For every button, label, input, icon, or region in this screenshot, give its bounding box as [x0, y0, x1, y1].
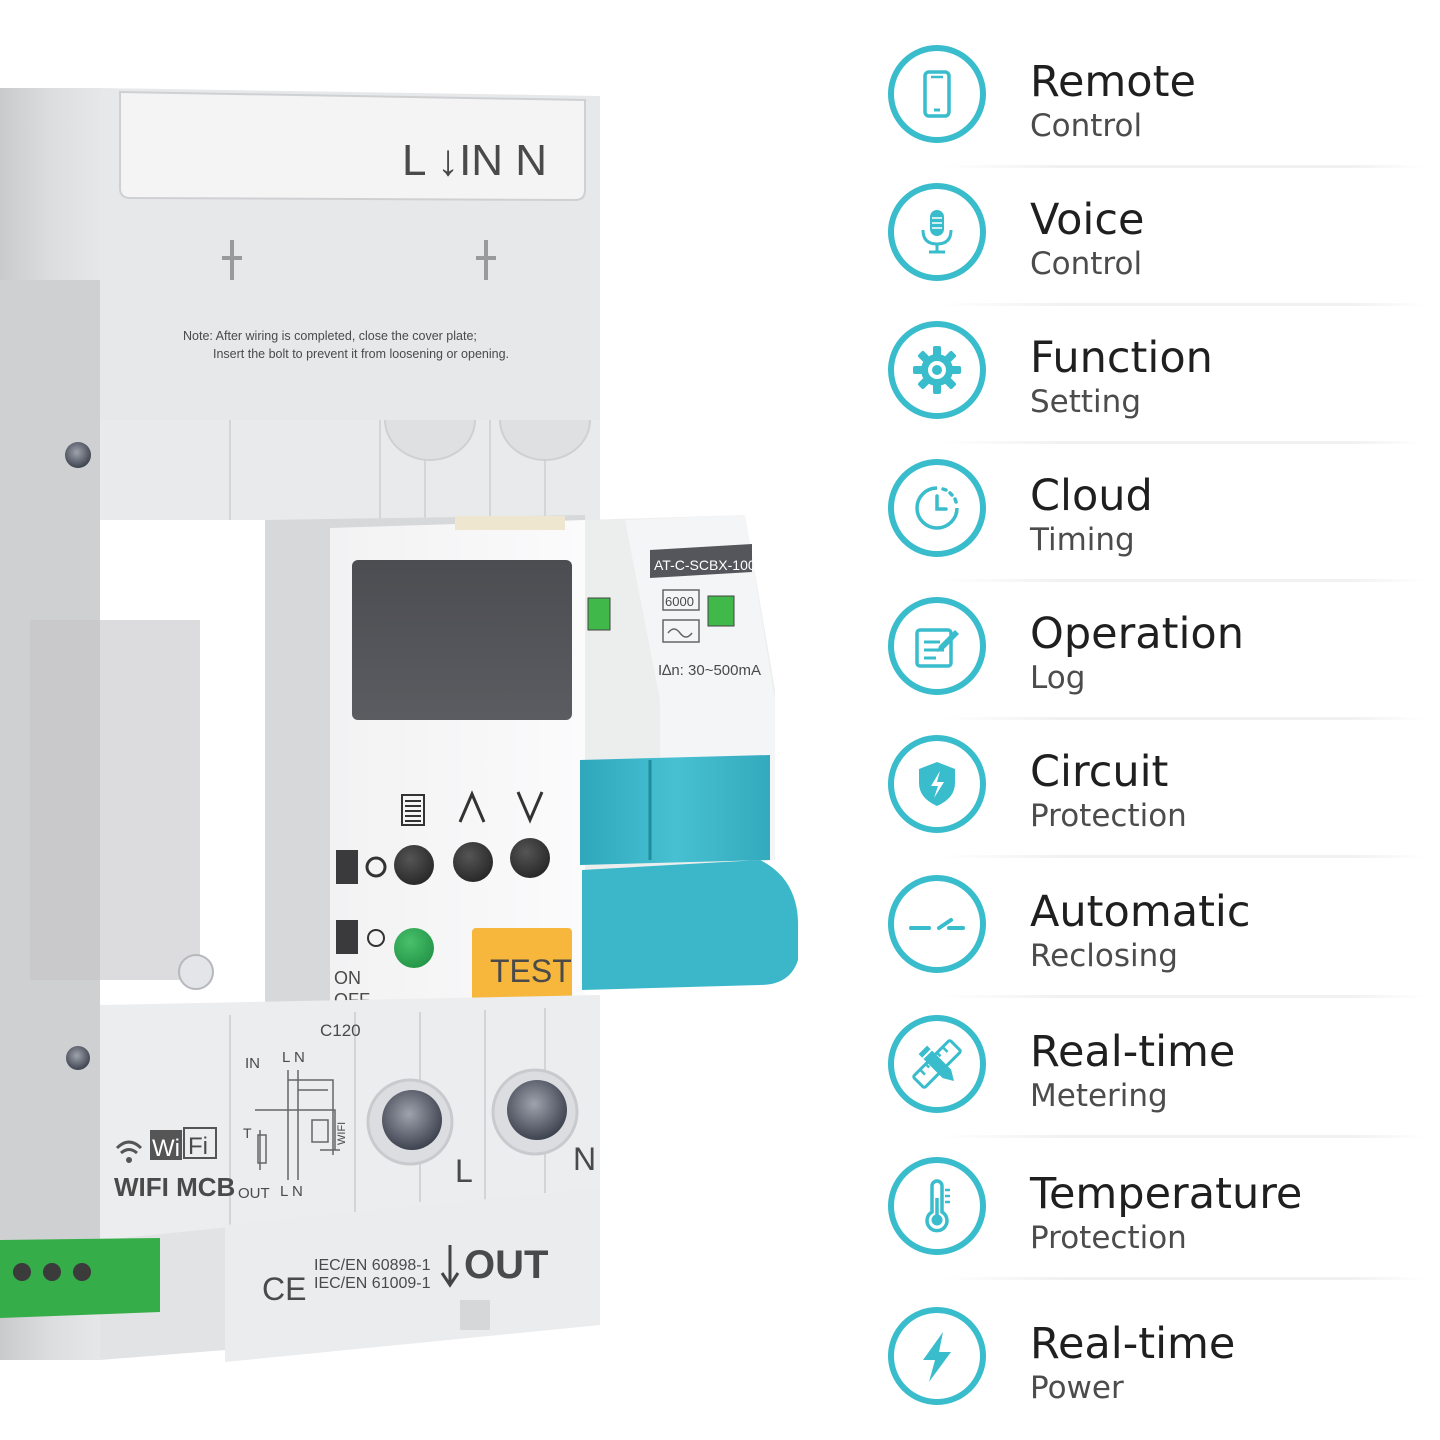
feature-title: Automatic — [1030, 887, 1251, 937]
feature-automatic-reclosing: Automatic Reclosing — [880, 870, 1425, 998]
feature-subtitle: Control — [1030, 108, 1143, 144]
feature-subtitle: Power — [1030, 1370, 1124, 1406]
product-label: WIFI MCB — [114, 1172, 235, 1202]
shield-bolt-icon — [888, 735, 986, 833]
breaker-toggle-handle[interactable] — [580, 755, 770, 865]
svg-text:T: T — [243, 1125, 252, 1141]
breaker-model: AT-C-SCBX-100 — [654, 557, 756, 573]
feature-remote-control: Remote Control — [880, 40, 1425, 168]
down-arrow-out-icon — [440, 1245, 460, 1288]
on-label: ON — [334, 968, 361, 988]
wifi-badge-fi: Fi — [188, 1133, 208, 1160]
switch-reclose-icon — [888, 875, 986, 973]
up-arrow-icon — [458, 790, 486, 823]
smartphone-icon — [888, 45, 986, 143]
menu-button[interactable] — [394, 845, 434, 885]
wifi-badge-wi: Wi — [152, 1135, 180, 1162]
lcd-display — [352, 560, 572, 720]
menu-icon — [401, 794, 425, 826]
thermometer-icon — [888, 1157, 986, 1255]
feature-temperature-protection: Temperature Protection — [880, 1152, 1425, 1280]
edit-log-icon — [888, 597, 986, 695]
lightning-bolt-icon — [888, 1307, 986, 1405]
terminal-screw-n — [507, 1080, 567, 1140]
svg-text:L N: L N — [280, 1183, 303, 1200]
feature-cloud-timing: Cloud Timing — [880, 454, 1425, 582]
svg-text:L N: L N — [282, 1049, 305, 1066]
test-button-label: TEST — [490, 953, 572, 989]
standard-60898: IEC/EN 60898-1 — [314, 1257, 431, 1274]
feature-list: Remote Control Voice Control Function Se… — [880, 40, 1425, 1430]
wifi-mcb-device-illustration: L ↓IN N Note: After wiring is completed,… — [0, 88, 799, 1362]
feature-title: Operation — [1030, 609, 1244, 659]
breaking-capacity: 6000 — [665, 594, 694, 609]
feature-voice-control: Voice Control — [880, 178, 1425, 306]
feature-subtitle: Setting — [1030, 384, 1141, 420]
wiring-schematic: IN L N T WIFI OUT L N — [238, 1049, 348, 1202]
residual-current-rating: I∆n: 30~500mA — [658, 662, 761, 679]
standard-61009: IEC/EN 61009-1 — [314, 1275, 431, 1292]
feature-subtitle: Reclosing — [1030, 938, 1178, 974]
feature-title: Remote — [1030, 57, 1196, 107]
feature-title: Real-time — [1030, 1319, 1236, 1369]
feature-circuit-protection: Circuit Protection — [880, 730, 1425, 858]
cover-note-line2: Insert the bolt to prevent it from loose… — [213, 347, 509, 361]
microphone-icon — [888, 183, 986, 281]
feature-subtitle: Metering — [1030, 1078, 1168, 1114]
settings-gear-icon — [365, 856, 387, 878]
feature-title: Real-time — [1030, 1027, 1236, 1077]
feature-title: Voice — [1030, 195, 1145, 245]
down-button[interactable] — [510, 838, 550, 878]
wifi-logo-icon — [115, 1140, 143, 1163]
feature-function-setting: Function Setting — [880, 316, 1425, 444]
feature-subtitle: Protection — [1030, 1220, 1187, 1256]
feature-subtitle: Log — [1030, 660, 1086, 696]
ce-mark: CE — [262, 1271, 306, 1307]
test-button[interactable] — [472, 928, 572, 1008]
feature-real-time-metering: Real-time Metering — [880, 1010, 1425, 1138]
svg-text:WIFI: WIFI — [336, 1122, 348, 1145]
sun-icon — [367, 929, 385, 947]
terminal-label-n: N — [573, 1141, 596, 1177]
down-arrow-icon — [516, 791, 544, 824]
top-terminal-label: L ↓IN N — [402, 136, 547, 185]
feature-subtitle: Control — [1030, 246, 1143, 282]
curve-rating: C120 — [320, 1021, 361, 1040]
feature-title: Temperature — [1030, 1169, 1303, 1219]
up-button[interactable] — [453, 842, 493, 882]
cover-note-line1: Note: After wiring is completed, close t… — [183, 329, 477, 343]
svg-text:OUT: OUT — [238, 1185, 270, 1202]
feature-subtitle: Timing — [1030, 522, 1135, 558]
svg-text:IN: IN — [245, 1055, 260, 1072]
feature-subtitle: Protection — [1030, 798, 1187, 834]
terminal-label-l: L — [455, 1153, 473, 1189]
feature-title: Cloud — [1030, 471, 1153, 521]
ruler-pencil-icon — [888, 1015, 986, 1113]
feature-title: Function — [1030, 333, 1213, 383]
out-label: OUT — [464, 1243, 548, 1287]
breaker-toggle-lever[interactable] — [582, 860, 799, 990]
feature-real-time-power: Real-time Power — [880, 1302, 1425, 1430]
terminal-screw-l — [382, 1090, 442, 1150]
on-off-button[interactable] — [394, 928, 434, 968]
feature-operation-log: Operation Log — [880, 592, 1425, 720]
gear-icon — [888, 321, 986, 419]
feature-title: Circuit — [1030, 747, 1169, 797]
timer-clock-icon — [888, 459, 986, 557]
